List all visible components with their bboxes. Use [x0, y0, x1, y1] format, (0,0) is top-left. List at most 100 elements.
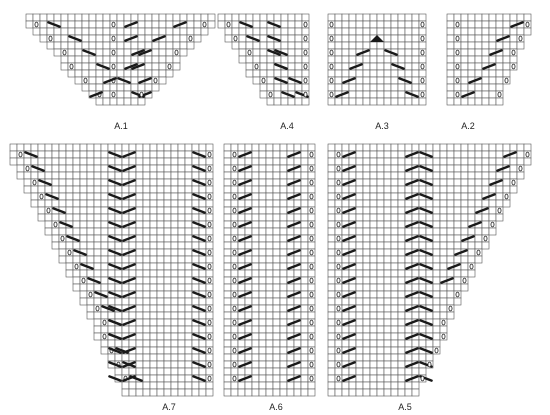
- grid-cell: [121, 353, 130, 362]
- grid-cell: [397, 248, 406, 257]
- grid-cell: [37, 199, 46, 208]
- grid-cell: [272, 388, 281, 397]
- grid-cell: [142, 213, 151, 222]
- grid-cell: [93, 213, 102, 222]
- grid-cell: [93, 241, 102, 250]
- grid-cell: [100, 262, 109, 271]
- grid-cell: [460, 27, 469, 36]
- grid-cell: [460, 220, 469, 229]
- yarn-over-icon: [329, 49, 334, 56]
- grid-cell: [348, 143, 357, 152]
- grid-cell: [390, 311, 399, 320]
- grid-cell: [376, 97, 385, 106]
- grid-cell: [355, 325, 364, 334]
- grid-cell: [53, 34, 62, 43]
- grid-cell: [205, 171, 214, 180]
- grid-cell: [383, 339, 392, 348]
- grid-cell: [327, 332, 336, 341]
- grid-cell: [432, 185, 441, 194]
- grid-cell: [446, 255, 455, 264]
- grid-cell: [51, 143, 60, 152]
- slash-stitch-icon: [108, 291, 122, 298]
- grid-cell: [163, 360, 172, 369]
- grid-cell: [172, 41, 181, 50]
- grid-cell: [453, 220, 462, 229]
- grid-cell: [223, 143, 232, 152]
- grid-cell: [383, 164, 392, 173]
- grid-cell: [251, 346, 260, 355]
- grid-cell: [156, 143, 165, 152]
- grid-cell: [509, 143, 518, 152]
- grid-cell: [341, 255, 350, 264]
- grid-cell: [446, 297, 455, 306]
- grid-cell: [474, 234, 483, 243]
- grid-cell: [376, 311, 385, 320]
- grid-cell: [376, 178, 385, 187]
- grid-cell: [286, 213, 295, 222]
- grid-cell: [191, 241, 200, 250]
- grid-cell: [418, 83, 427, 92]
- grid-cell: [107, 185, 116, 194]
- grid-cell: [362, 339, 371, 348]
- grid-cell: [390, 269, 399, 278]
- grid-cell: [258, 311, 267, 320]
- grid-cell: [149, 367, 158, 376]
- grid-cell: [156, 360, 165, 369]
- grid-cell: [446, 41, 455, 50]
- grid-cell: [237, 213, 246, 222]
- grid-cell: [184, 332, 193, 341]
- grid-cell: [142, 388, 151, 397]
- grid-cell: [369, 227, 378, 236]
- grid-cell: [397, 164, 406, 173]
- grid-cell: [142, 353, 151, 362]
- grid-cell: [121, 213, 130, 222]
- grid-cell: [72, 276, 81, 285]
- chart-label-a1: A.1: [114, 121, 128, 131]
- grid-cell: [135, 367, 144, 376]
- grid-cell: [114, 227, 123, 236]
- grid-cell: [481, 171, 490, 180]
- grid-cell: [495, 62, 504, 71]
- yarn-over-icon: [232, 361, 237, 368]
- grid-cell: [128, 388, 137, 397]
- grid-cell: [362, 185, 371, 194]
- grid-cell: [259, 90, 268, 99]
- grid-cell: [446, 206, 455, 215]
- grid-cell: [100, 269, 109, 278]
- grid-cell: [60, 41, 69, 50]
- grid-cell: [355, 276, 364, 285]
- grid-cell: [177, 360, 186, 369]
- grid-cell: [170, 304, 179, 313]
- slash-stitch-icon: [124, 21, 138, 28]
- grid-cell: [362, 164, 371, 173]
- grid-cell: [327, 290, 336, 299]
- grid-cell: [460, 69, 469, 78]
- yarn-over-icon: [174, 49, 179, 56]
- grid-cell: [495, 20, 504, 29]
- grid-cell: [425, 143, 434, 152]
- grid-cell: [258, 374, 267, 383]
- grid-cell: [198, 283, 207, 292]
- grid-cell: [142, 234, 151, 243]
- grid-cell: [418, 27, 427, 36]
- grid-cell: [327, 304, 336, 313]
- slash-stitch-icon: [108, 235, 122, 242]
- grid-cell: [300, 276, 309, 285]
- grid-cell: [170, 220, 179, 229]
- grid-cell: [307, 199, 316, 208]
- yarn-over-icon: [232, 291, 237, 298]
- grid-cell: [86, 143, 95, 152]
- grid-cell: [170, 255, 179, 264]
- grid-cell: [156, 171, 165, 180]
- grid-cell: [334, 227, 343, 236]
- grid-cell: [453, 255, 462, 264]
- grid-cell: [149, 185, 158, 194]
- grid-cell: [279, 157, 288, 166]
- grid-cell: [163, 241, 172, 250]
- yarn-over-icon: [420, 63, 425, 70]
- grid-cell: [488, 171, 497, 180]
- yarn-over-icon: [232, 333, 237, 340]
- grid-cell: [446, 97, 455, 106]
- grid-cell: [467, 48, 476, 57]
- grid-cell: [156, 318, 165, 327]
